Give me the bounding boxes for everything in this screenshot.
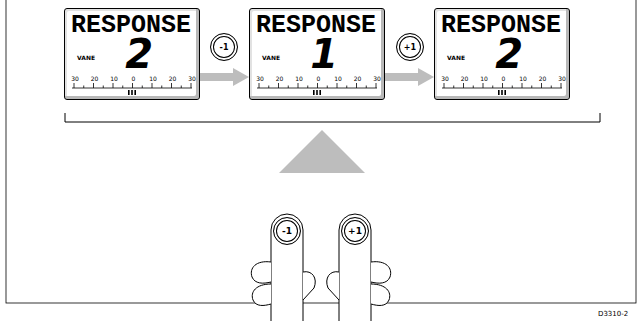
mode-label: VANE xyxy=(77,54,95,61)
scale-number: 30 xyxy=(71,75,79,82)
scale-number: 30 xyxy=(373,75,381,82)
scale-number: 10 xyxy=(295,75,303,82)
scale-number: 10 xyxy=(149,75,157,82)
hand-right xyxy=(327,214,391,321)
scale-number: 20 xyxy=(354,75,362,82)
mode-label: VANE xyxy=(447,54,465,61)
response-level: 2 xyxy=(495,31,523,77)
scale-number: 10 xyxy=(110,75,118,82)
scale-number: 30 xyxy=(441,75,449,82)
scale-number: 20 xyxy=(169,75,177,82)
scale-number: 20 xyxy=(276,75,284,82)
lcd-scale xyxy=(72,83,192,95)
button-label: +1 xyxy=(348,226,362,236)
scale-number: 30 xyxy=(256,75,264,82)
scale-number: 20 xyxy=(461,75,469,82)
scale-number: 20 xyxy=(539,75,547,82)
button-symbol: -1 xyxy=(210,33,238,61)
scale-number: 30 xyxy=(558,75,566,82)
figure-code: D3310-2 xyxy=(598,310,628,318)
response-level: 2 xyxy=(125,31,153,77)
lcd-display: RESPONSEVANE23020100102030 xyxy=(64,8,200,100)
scale-number: 20 xyxy=(91,75,99,82)
button-label: -1 xyxy=(220,43,229,52)
group-bracket xyxy=(65,113,600,122)
lcd-display: RESPONSEVANE23020100102030 xyxy=(434,8,570,100)
button-symbol: +1 xyxy=(396,33,424,61)
scale-number: 10 xyxy=(334,75,342,82)
scale-number: 0 xyxy=(132,75,136,82)
press-arrow xyxy=(279,130,365,173)
lcd-display: RESPONSEVANE13020100102030 xyxy=(249,8,385,100)
figure-frame xyxy=(6,0,636,303)
flow-arrow xyxy=(200,73,235,81)
response-level: 1 xyxy=(310,31,338,77)
scale-number: 0 xyxy=(502,75,506,82)
lcd-scale xyxy=(442,83,562,95)
scale-number: 10 xyxy=(519,75,527,82)
hand-left xyxy=(251,214,315,321)
pressed-button: +1 xyxy=(341,217,369,245)
flow-arrow xyxy=(385,73,420,81)
scale-number: 0 xyxy=(317,75,321,82)
scale-number: 10 xyxy=(480,75,488,82)
button-label: +1 xyxy=(404,43,416,52)
scale-number: 30 xyxy=(188,75,196,82)
button-label: -1 xyxy=(282,226,292,236)
mode-label: VANE xyxy=(262,54,280,61)
pressed-button: -1 xyxy=(273,217,301,245)
lcd-scale xyxy=(257,83,377,95)
